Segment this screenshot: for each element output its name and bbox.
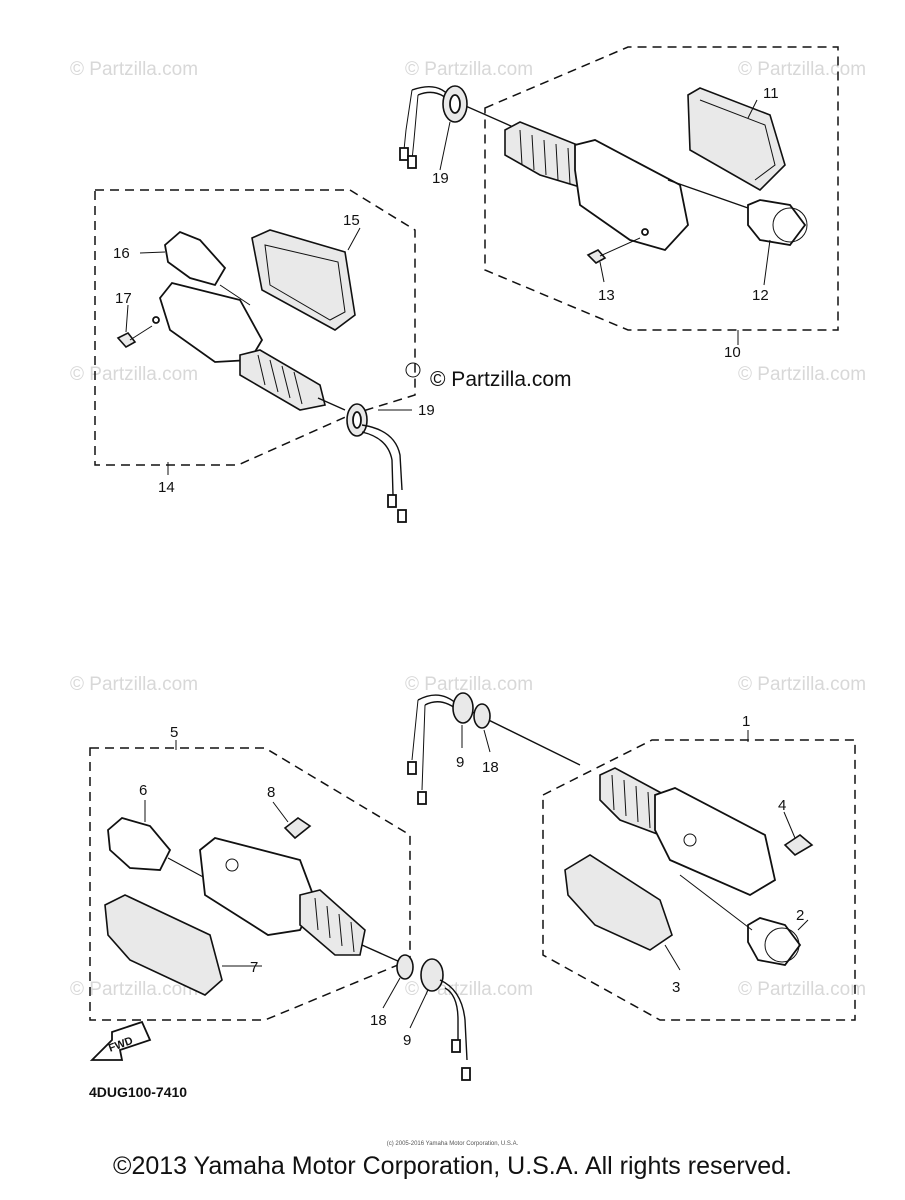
- bulb-6: [107, 817, 172, 871]
- callout-16: 16: [113, 245, 130, 262]
- wire-terminal: [407, 761, 417, 775]
- watermark: © Partzilla.com: [70, 674, 198, 695]
- callout-9: 9: [403, 1032, 411, 1049]
- callout-1: 1: [742, 713, 750, 730]
- housing-10: [574, 139, 689, 252]
- screw-13: [586, 249, 607, 264]
- screw-8: [283, 817, 312, 840]
- lens-11: [687, 87, 786, 191]
- stalk-14: [239, 349, 326, 411]
- callout-19: 19: [432, 170, 449, 187]
- assembly-1-boundary: [542, 739, 856, 1021]
- lens-15: [251, 229, 356, 331]
- bushing-18: [473, 703, 491, 729]
- callout-9: 9: [456, 754, 464, 771]
- wire-terminal: [417, 791, 427, 805]
- housing-5: [199, 837, 316, 936]
- stalk-5: [299, 889, 366, 956]
- assembly-14: 15 16 17 19 14: [94, 189, 435, 523]
- grommet-9b: [420, 958, 444, 992]
- callout-2: 2: [796, 907, 804, 924]
- watermark: © Partzilla.com: [405, 59, 533, 80]
- watermark-copyright-icon: [405, 362, 421, 378]
- wire-terminal: [397, 509, 407, 523]
- bulb-2: [747, 917, 802, 966]
- callout-8: 8: [267, 784, 275, 801]
- callout-10: 10: [724, 344, 741, 361]
- housing-14: [158, 281, 264, 363]
- watermark: © Partzilla.com: [738, 59, 866, 80]
- callout-11: 11: [763, 85, 779, 102]
- callout-3: 3: [672, 979, 680, 996]
- callout-4: 4: [778, 797, 786, 814]
- callout-6: 6: [139, 782, 147, 799]
- diagram-code: 4DUG100-7410: [89, 1084, 188, 1100]
- callout-19: 19: [418, 402, 435, 419]
- grommet-9: [452, 692, 474, 724]
- copyright-notice: ©2013 Yamaha Motor Corporation, U.S.A. A…: [113, 1152, 792, 1180]
- watermark-main: © Partzilla.com: [430, 368, 572, 391]
- callout-13: 13: [598, 287, 615, 304]
- small-copyright-notice: (c) 2005-2016 Yamaha Motor Corporation, …: [386, 1141, 519, 1147]
- lens-7: [104, 894, 223, 996]
- callout-15: 15: [343, 212, 360, 229]
- callout-12: 12: [752, 287, 769, 304]
- callout-5: 5: [170, 724, 178, 741]
- assembly-1: 1 4 2 3 9 18: [407, 692, 856, 1021]
- callout-18: 18: [370, 1012, 387, 1029]
- screw-17: [116, 331, 137, 349]
- watermark: © Partzilla.com: [70, 979, 198, 1000]
- watermark: © Partzilla.com: [405, 674, 533, 695]
- background-watermarks: © Partzilla.com © Partzilla.com © Partzi…: [70, 59, 866, 1000]
- callout-14: 14: [158, 479, 175, 496]
- wire-terminal: [387, 494, 397, 508]
- callout-17: 17: [115, 290, 132, 307]
- bulb-12: [747, 199, 807, 246]
- watermark: © Partzilla.com: [738, 674, 866, 695]
- wire-terminal: [451, 1039, 461, 1053]
- watermark: © Partzilla.com: [70, 364, 198, 385]
- watermark: © Partzilla.com: [738, 364, 866, 385]
- bushing-18b: [396, 954, 414, 980]
- assembly-5: 5 6 8 7 18 9: [89, 724, 471, 1081]
- screw-4: [783, 834, 814, 857]
- fwd-arrow-icon: FWD: [89, 1020, 152, 1061]
- lens-3: [564, 854, 673, 951]
- assembly-14-boundary: [94, 189, 416, 466]
- bulb-16: [164, 230, 227, 287]
- wire-terminal: [407, 155, 417, 169]
- watermark: © Partzilla.com: [70, 59, 198, 80]
- assembly-10-boundary: [484, 46, 839, 331]
- callout-18: 18: [482, 759, 499, 776]
- callout-7: 7: [250, 959, 258, 976]
- wire-terminal: [461, 1067, 471, 1081]
- watermark: © Partzilla.com: [738, 979, 866, 1000]
- assembly-10: 11 12 13 19 10: [399, 46, 839, 361]
- wire-terminal: [399, 147, 409, 161]
- housing-1: [654, 787, 777, 897]
